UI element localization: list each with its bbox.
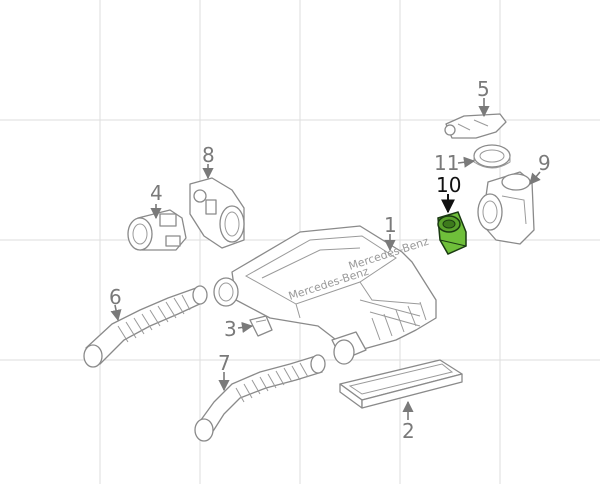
part-8-throttle-body <box>189 177 245 249</box>
callout-5: 5 <box>477 77 490 101</box>
callout-6: 6 <box>109 285 122 309</box>
callout-4: 4 <box>150 181 163 205</box>
part-10-seal-ring-highlighted <box>437 211 467 255</box>
part-11-clamp-ring <box>473 144 511 169</box>
part-9-intake-adapter <box>477 171 535 245</box>
callout-1: 1 <box>384 213 397 237</box>
part-3-clip <box>249 315 273 337</box>
part-6-intake-hose <box>83 285 208 368</box>
part-1-air-filter-housing: Mercedes-Benz Mercedes-Benz <box>213 225 437 365</box>
callout-10: 10 <box>436 173 461 197</box>
part-7-intake-hose <box>194 354 326 442</box>
callout-2: 2 <box>402 419 415 443</box>
callout-7: 7 <box>218 351 231 375</box>
callout-11: 11 <box>434 151 459 175</box>
part-2-filter-element <box>339 359 463 409</box>
callout-9: 9 <box>538 151 551 175</box>
part-5-clamp-bracket <box>444 113 507 139</box>
callout-8: 8 <box>202 143 215 167</box>
part-4-mass-air-flow-sensor <box>127 209 187 251</box>
callout-labels: 1 2 3 4 5 6 7 8 9 10 11 <box>109 77 551 443</box>
leader-lines <box>110 98 541 420</box>
callout-3: 3 <box>224 317 237 341</box>
